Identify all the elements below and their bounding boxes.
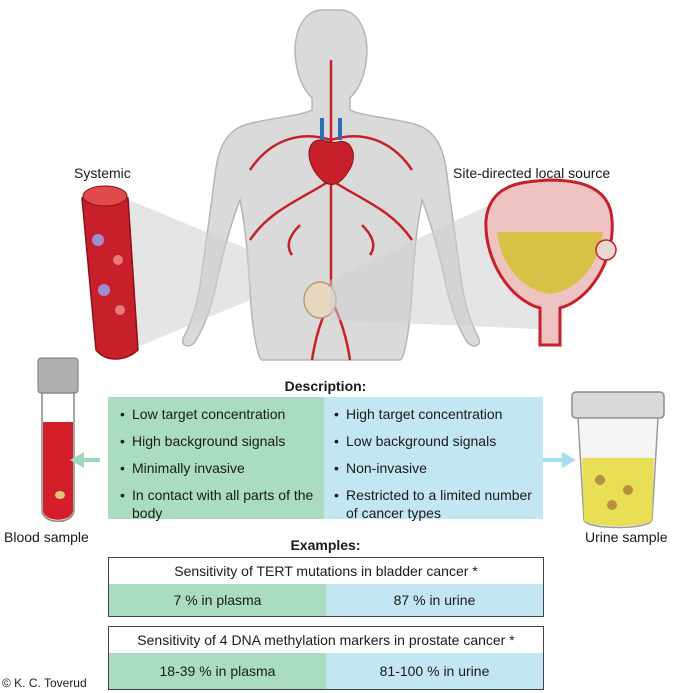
urine-cup-icon: [571, 391, 665, 529]
blood-tube-icon: [37, 357, 79, 522]
urine-sensitivity: 87 % in urine: [326, 584, 543, 616]
blood-vessel-illustration: [81, 185, 139, 360]
systemic-label: Systemic: [74, 165, 131, 181]
plasma-sensitivity: 18-39 % in plasma: [109, 653, 326, 689]
plasma-sensitivity: 7 % in plasma: [109, 584, 326, 616]
blood-point: In contact with all parts of the body: [120, 486, 316, 522]
example-box-tert: Sensitivity of TERT mutations in bladder…: [108, 557, 544, 617]
urine-point: Non-invasive: [334, 459, 535, 477]
bladder-cross-section-illustration: [484, 178, 617, 347]
urine-description-panel: High target concentration Low background…: [324, 397, 543, 522]
example-title: Sensitivity of TERT mutations in bladder…: [174, 563, 478, 579]
urine-point: High target concentration: [334, 405, 535, 423]
copyright-label: © K. C. Toverud: [2, 676, 87, 690]
example-box-methylation: Sensitivity of 4 DNA methylation markers…: [108, 626, 544, 690]
left-arrow: [70, 452, 100, 468]
blood-description-panel: Low target concentration High background…: [108, 397, 324, 522]
urine-point: Low background signals: [334, 432, 535, 450]
urine-sensitivity: 81-100 % in urine: [326, 653, 543, 689]
example-title: Sensitivity of 4 DNA methylation markers…: [137, 632, 515, 648]
blood-point: High background signals: [120, 432, 316, 450]
blood-sample-label: Blood sample: [4, 529, 89, 545]
blood-point: Low target concentration: [120, 405, 316, 423]
blood-point: Minimally invasive: [120, 459, 316, 477]
description-title: Description:: [284, 378, 367, 394]
right-arrow: [543, 452, 576, 468]
examples-title: Examples:: [290, 537, 361, 553]
urine-sample-label: Urine sample: [585, 529, 668, 545]
urine-point: Restricted to a limited number of cancer…: [334, 486, 535, 522]
site-directed-label: Site-directed local source: [453, 165, 611, 181]
